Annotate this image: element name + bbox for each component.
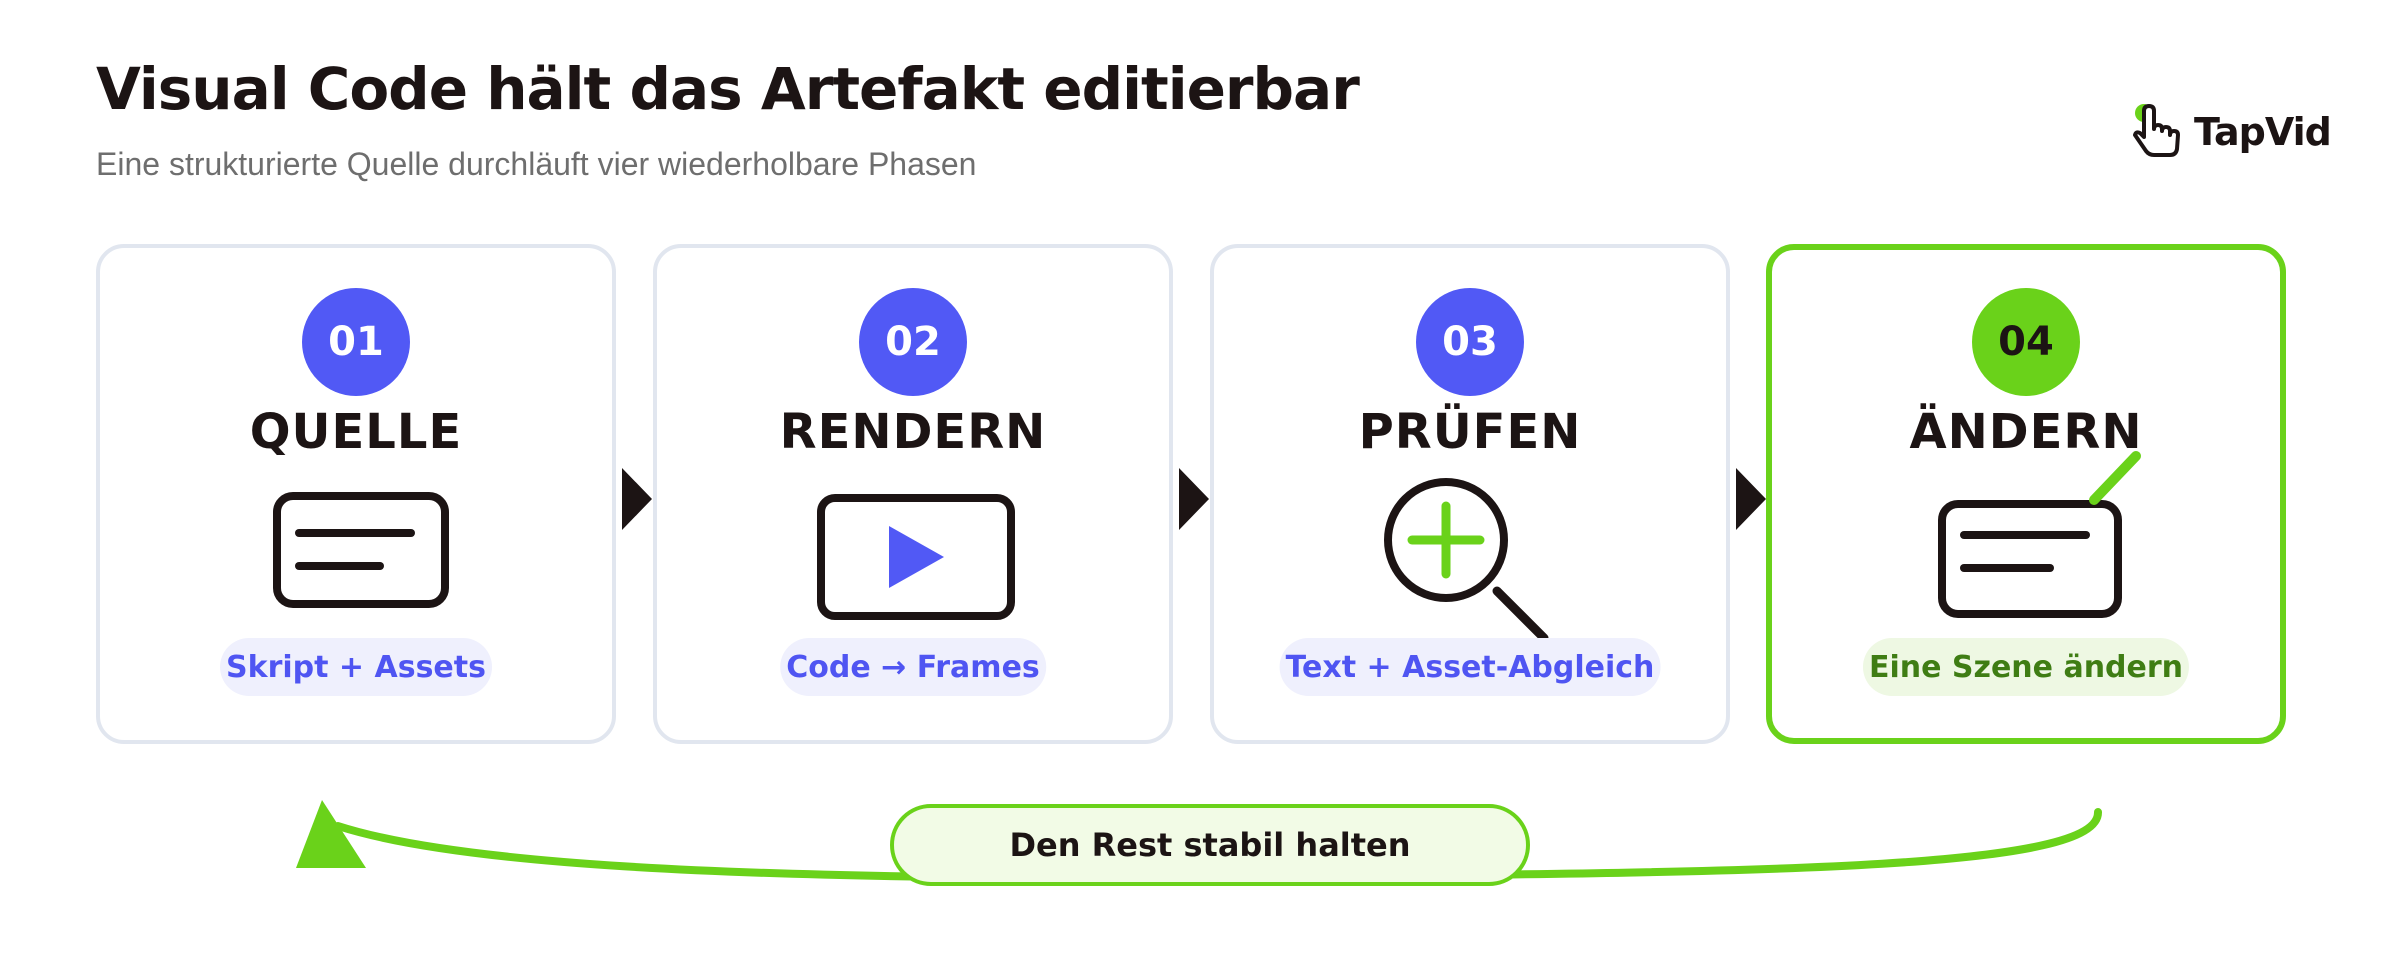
phase-card-quelle: 01 QUELLE Skript + Assets [96, 244, 616, 744]
arrow-right-icon [1179, 468, 1209, 530]
phase-card-pruefen: 03 PRÜFEN Text + Asset-Abgleich [1210, 244, 1730, 744]
phase-detail-chip: Eine Szene ändern [1862, 638, 2190, 696]
video-play-icon [817, 494, 1015, 620]
page-subtitle: Eine strukturierte Quelle durchläuft vie… [96, 146, 977, 182]
magnifier-plus-icon [1384, 478, 1549, 643]
document-icon [273, 492, 449, 608]
phase-title: PRÜFEN [1358, 404, 1582, 460]
phase-title: ÄNDERN [1909, 404, 2143, 460]
hand-pointer-icon [2133, 104, 2180, 157]
arrow-right-icon [622, 468, 652, 530]
phase-number-badge: 04 [1972, 288, 2080, 396]
edit-document-icon [1938, 451, 2141, 618]
phase-number-badge: 03 [1416, 288, 1524, 396]
phase-title: QUELLE [249, 404, 463, 460]
arrow-right-icon [1736, 468, 1766, 530]
phase-number-badge: 02 [859, 288, 967, 396]
loop-label: Den Rest stabil halten [890, 804, 1530, 886]
phase-detail-chip: Text + Asset-Abgleich [1279, 638, 1661, 696]
phase-detail-chip: Code → Frames [780, 638, 1046, 696]
phase-card-aendern: 04 ÄNDERN Eine Szene ändern [1766, 244, 2286, 744]
phase-number-badge: 01 [302, 288, 410, 396]
logo: TapVid [2130, 100, 2332, 164]
phase-card-rendern: 02 RENDERN Code → Frames [653, 244, 1173, 744]
page-title: Visual Code hält das Artefakt editierbar [96, 55, 1360, 123]
phase-title: RENDERN [779, 404, 1047, 460]
phase-detail-chip: Skript + Assets [220, 638, 492, 696]
logo-text: TapVid [2194, 110, 2332, 154]
